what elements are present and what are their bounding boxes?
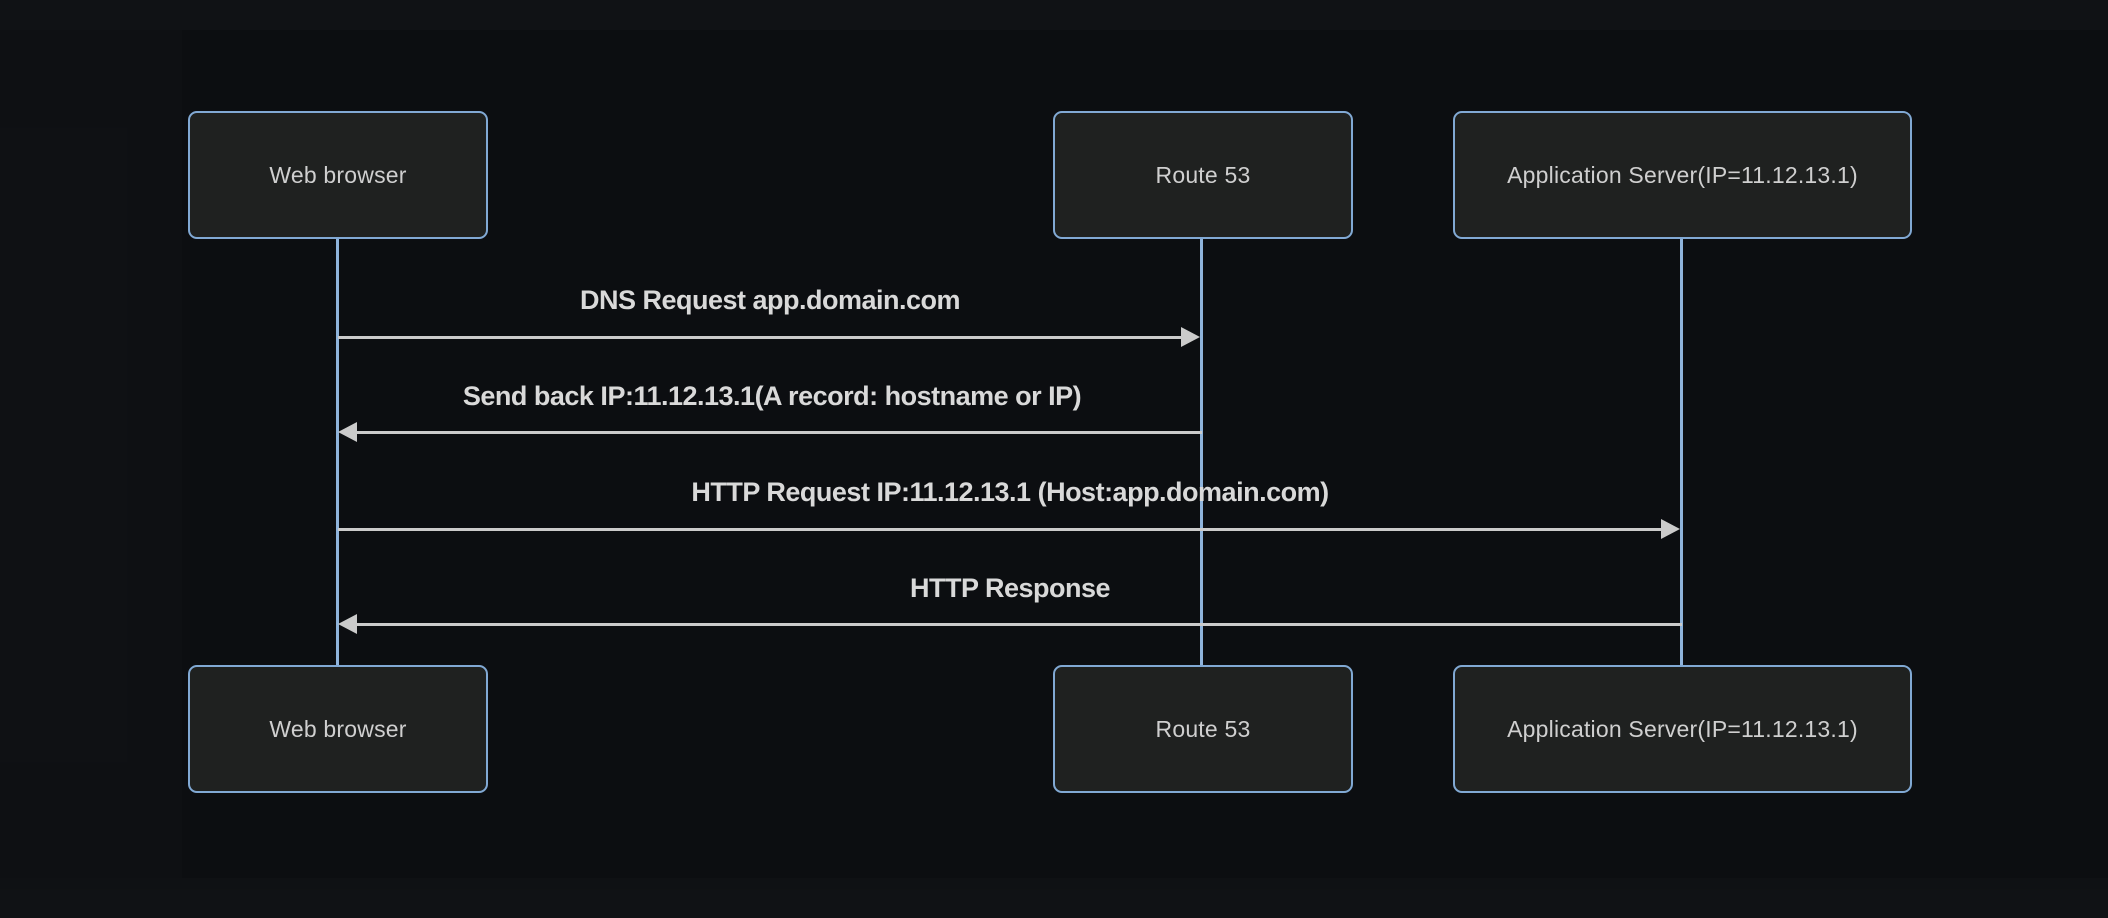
actor-label: Web browser — [269, 161, 407, 188]
arrowhead-left-icon — [338, 614, 357, 634]
actor-box-route53-top: Route 53 — [1053, 111, 1353, 239]
background-patch — [0, 0, 2108, 30]
arrowhead-right-icon — [1661, 519, 1680, 539]
message-label-dns-request: DNS Request app.domain.com — [579, 285, 961, 315]
message-line — [338, 336, 1183, 339]
actor-box-web-browser-top: Web browser — [188, 111, 488, 239]
message-label-send-back-ip: Send back IP:11.12.13.1(A record: hostna… — [462, 381, 1082, 411]
arrowhead-left-icon — [338, 422, 357, 442]
lifeline-route53 — [1200, 239, 1203, 666]
message-label-http-response: HTTP Response — [909, 573, 1111, 603]
actor-label: Application Server(IP=11.12.13.1) — [1507, 715, 1858, 742]
message-line — [357, 431, 1202, 434]
background-patch — [0, 878, 2108, 918]
message-label-http-request: HTTP Request IP:11.12.13.1 (Host:app.dom… — [691, 477, 1329, 507]
actor-label: Route 53 — [1155, 715, 1251, 742]
actor-label: Route 53 — [1155, 161, 1251, 188]
message-line — [338, 528, 1663, 531]
actor-label: Application Server(IP=11.12.13.1) — [1507, 161, 1858, 188]
actor-box-web-browser-bottom: Web browser — [188, 665, 488, 793]
arrowhead-right-icon — [1181, 327, 1200, 347]
background-patch — [0, 30, 182, 878]
actor-box-application-server-top: Application Server(IP=11.12.13.1) — [1453, 111, 1912, 239]
lifeline-web-browser — [336, 239, 339, 666]
actor-box-application-server-bottom: Application Server(IP=11.12.13.1) — [1453, 665, 1912, 793]
lifeline-application-server — [1680, 239, 1683, 666]
actor-box-route53-bottom: Route 53 — [1053, 665, 1353, 793]
actor-label: Web browser — [269, 715, 407, 742]
message-line — [357, 623, 1682, 626]
